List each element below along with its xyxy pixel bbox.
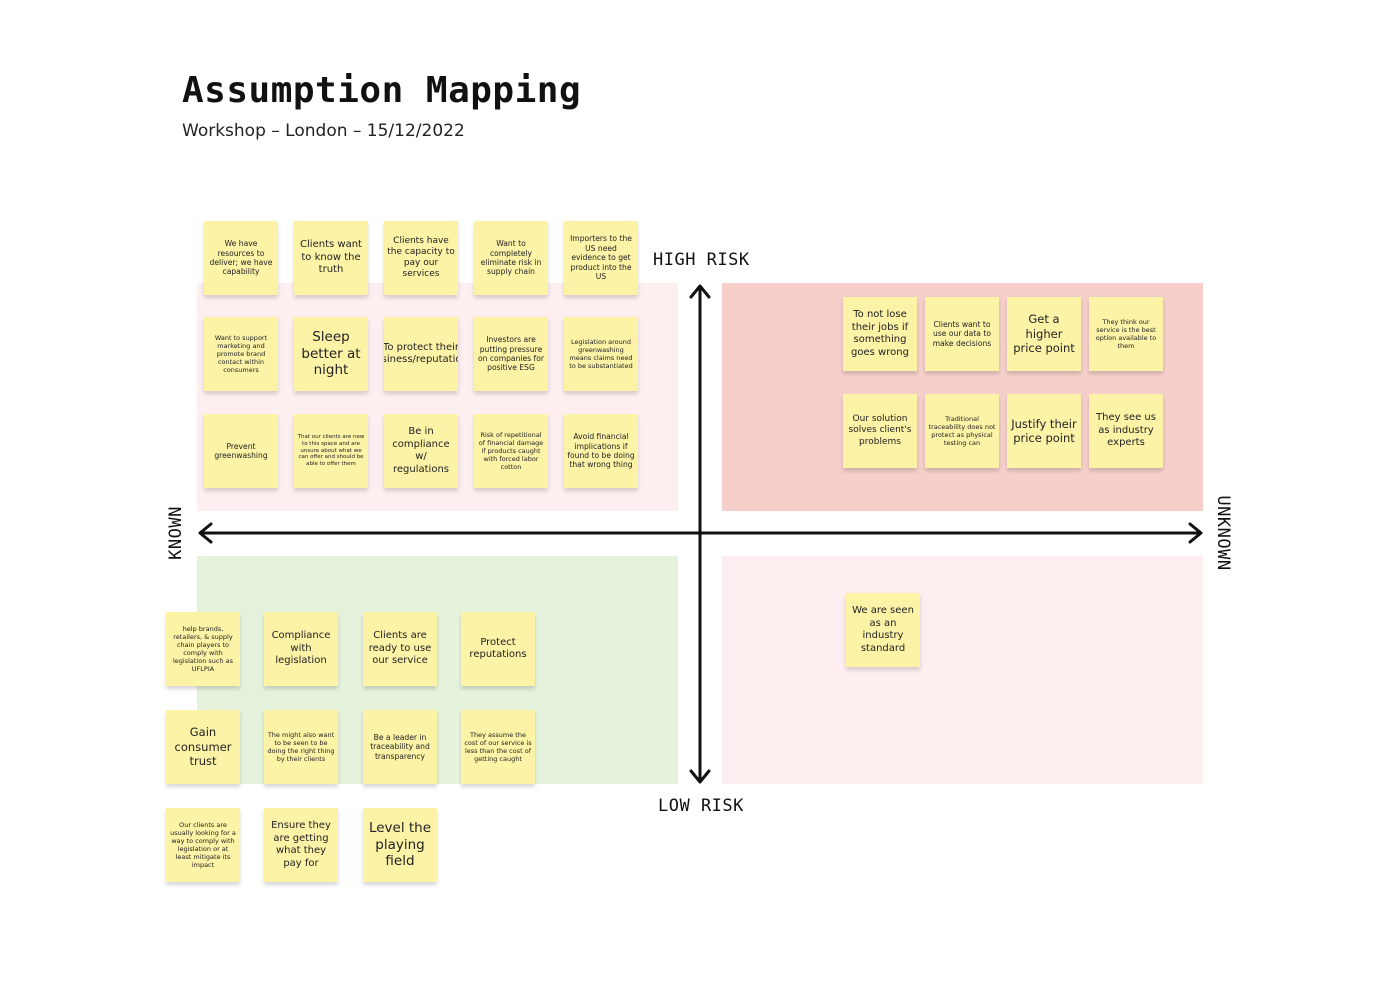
arrow-right-icon [1188, 522, 1203, 544]
quadrant-unknown-low-risk [722, 556, 1203, 784]
sticky-note[interactable]: Traditional traceability does not protec… [925, 394, 999, 468]
page-title: Assumption Mapping [182, 70, 582, 111]
sticky-note[interactable]: Compliance with legislation [264, 612, 338, 686]
sticky-note[interactable]: Prevent greenwashing [204, 414, 278, 488]
arrow-down-icon [689, 769, 711, 784]
sticky-note[interactable]: Level the playing field [363, 808, 437, 882]
axis-label-low-risk: LOW RISK [658, 796, 744, 816]
sticky-note[interactable]: Want to completely eliminate risk in sup… [474, 221, 548, 295]
sticky-note[interactable]: Be in compliance w/ regulations [384, 414, 458, 488]
sticky-note[interactable]: Ensure they are getting what they pay fo… [264, 808, 338, 882]
sticky-note[interactable]: They think our service is the best optio… [1089, 297, 1163, 371]
sticky-note[interactable]: Risk of repetitional of financial damage… [474, 414, 548, 488]
page-subtitle: Workshop – London – 15/12/2022 [182, 121, 465, 141]
sticky-note[interactable]: Protect reputations [461, 612, 535, 686]
sticky-note[interactable]: Importers to the US need evidence to get… [564, 221, 638, 295]
arrow-up-icon [689, 284, 711, 299]
sticky-note[interactable]: Gain consumer trust [166, 710, 240, 784]
sticky-note[interactable]: Legislation around greenwashing means cl… [564, 317, 638, 391]
sticky-note[interactable]: Clients want to use our data to make dec… [925, 297, 999, 371]
sticky-note[interactable]: Want to support marketing and promote br… [204, 317, 278, 391]
sticky-note[interactable]: To protect their business/reputations [384, 317, 458, 391]
sticky-note[interactable]: Clients are ready to use our service [363, 612, 437, 686]
sticky-note[interactable]: We are seen as an industry standard [846, 593, 920, 667]
sticky-note[interactable]: Sleep better at night [294, 317, 368, 391]
sticky-note[interactable]: Clients have the capacity to pay our ser… [384, 221, 458, 295]
sticky-note[interactable]: We have resources to deliver; we have ca… [204, 221, 278, 295]
sticky-note[interactable]: Be a leader in traceability and transpar… [363, 710, 437, 784]
axis-label-known: KNOWN [166, 506, 186, 560]
sticky-note[interactable]: Justify their price point [1007, 394, 1081, 468]
sticky-note[interactable]: Get a higher price point [1007, 297, 1081, 371]
sticky-note[interactable]: The might also want to be seen to be doi… [264, 710, 338, 784]
sticky-note[interactable]: help brands, retailers, & supply chain p… [166, 612, 240, 686]
sticky-note[interactable]: Investors are putting pressure on compan… [474, 317, 548, 391]
sticky-note[interactable]: Clients want to know the truth [294, 221, 368, 295]
sticky-note[interactable]: Our solution solves client's problems [843, 394, 917, 468]
sticky-note[interactable]: Avoid financial implications if found to… [564, 414, 638, 488]
arrow-left-icon [198, 522, 213, 544]
sticky-note[interactable]: To not lose their jobs if something goes… [843, 297, 917, 371]
axis-label-unknown: UNKNOWN [1213, 495, 1233, 571]
sticky-note[interactable]: They see us as industry experts [1089, 394, 1163, 468]
sticky-note[interactable]: That our clients are new to this space a… [294, 414, 368, 488]
axis-label-high-risk: HIGH RISK [653, 250, 750, 270]
sticky-note[interactable]: They assume the cost of our service is l… [461, 710, 535, 784]
sticky-note[interactable]: Our clients are usually looking for a wa… [166, 808, 240, 882]
